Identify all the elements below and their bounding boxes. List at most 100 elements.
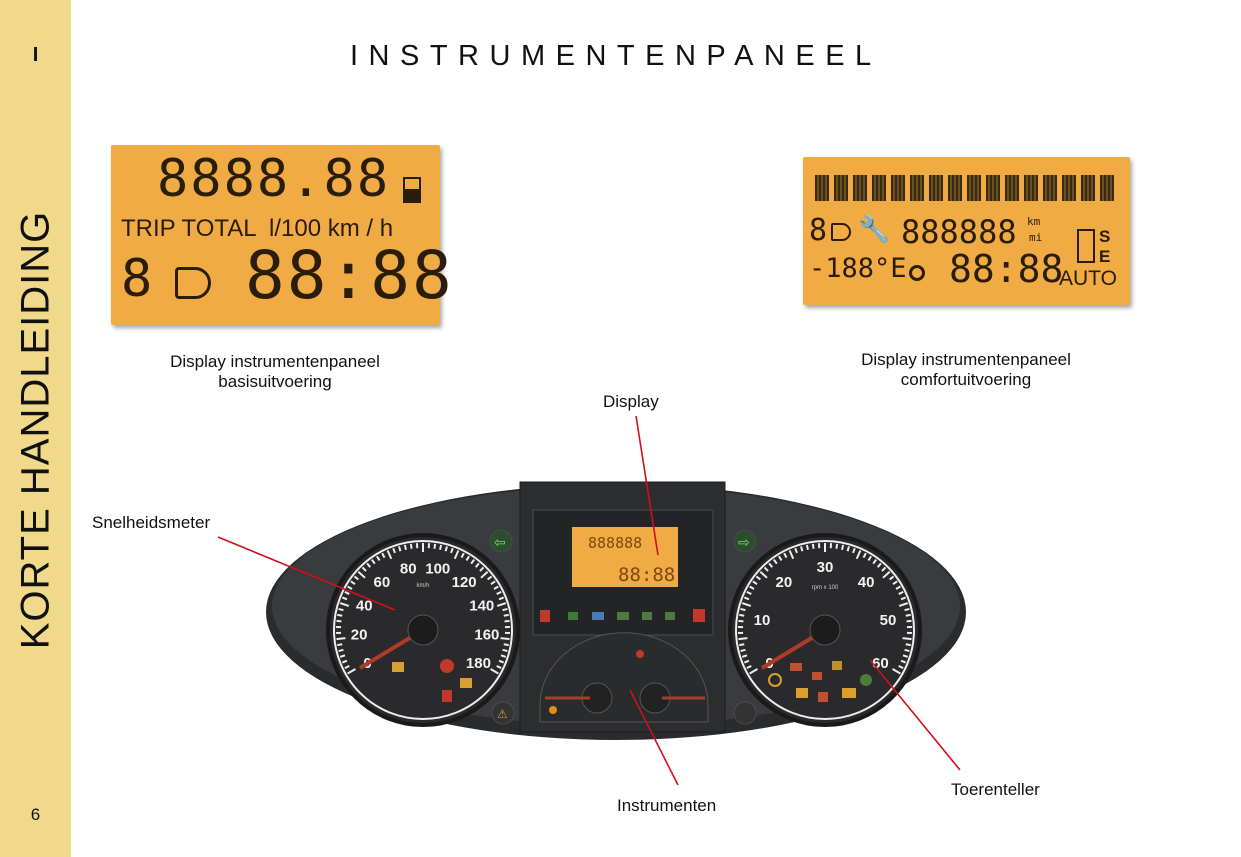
caption-basic: Display instrumentenpaneel basisuitvoeri… — [120, 352, 430, 392]
gauge-tick — [480, 571, 489, 579]
service-icon — [832, 661, 842, 670]
lcd-gear: 8 — [809, 213, 828, 248]
gauge-tick — [881, 566, 887, 572]
seatbelt-warning-icon — [540, 610, 550, 622]
sidebar: I KORTE HANDLEIDING 6 — [0, 0, 71, 857]
gauge-tick — [357, 571, 366, 579]
segment-block — [929, 175, 943, 201]
gauge-tick — [867, 555, 872, 561]
gauge-tick — [876, 562, 882, 568]
arrow-left-icon: ⇦ — [494, 534, 506, 550]
door-open-icon — [693, 609, 705, 622]
turn-left-indicator-icon — [489, 529, 513, 553]
gauge-tick — [906, 619, 912, 623]
gauge-tick — [741, 654, 748, 658]
gauge-tick — [759, 571, 768, 579]
speedometer: 020406080100120140160180 — [326, 533, 520, 727]
svg-text:⚠: ⚠ — [497, 707, 508, 721]
segment-block — [948, 175, 962, 201]
gauge-tick — [403, 544, 407, 550]
rear-fog-icon — [642, 612, 652, 620]
gauge-tick — [805, 544, 809, 550]
gauge-tick — [337, 613, 343, 617]
gauge-tick — [746, 665, 752, 670]
gauge-tick — [811, 543, 815, 549]
callout-line-speedometer — [217, 536, 396, 611]
segment-block — [1043, 175, 1057, 201]
segment-block — [1100, 175, 1114, 201]
gauge-tick — [738, 637, 748, 641]
gauge-tick — [841, 544, 845, 550]
gauge-tick — [487, 575, 493, 581]
gauge-tick — [504, 619, 510, 623]
segment-block — [967, 175, 981, 201]
passenger-airbag-icon — [442, 690, 452, 702]
speed-label: 140 — [469, 598, 494, 615]
gauge-tick — [470, 559, 475, 565]
segment-block — [1024, 175, 1038, 201]
speed-label: 40 — [356, 598, 373, 615]
gauge-tick — [749, 668, 758, 675]
gauge-tick — [336, 637, 346, 641]
gauge-tick — [339, 654, 346, 658]
headlamp-icon — [831, 223, 851, 241]
caption-line: comfortuitvoering — [900, 370, 1032, 389]
gauge-tick — [366, 562, 372, 568]
gauge-tick — [496, 590, 502, 595]
gauge-tick — [453, 550, 460, 560]
speed-label: 20 — [351, 627, 368, 644]
gauge-tick — [905, 643, 911, 647]
gauge-tick — [339, 602, 350, 607]
fuel-reserve-icon — [549, 706, 557, 714]
gauge-tick — [773, 559, 778, 565]
lcd-temperature: -188°E — [809, 253, 907, 284]
gauge-tick — [835, 543, 839, 549]
gauge-tick — [500, 637, 510, 641]
rpm-label: 40 — [858, 574, 875, 591]
gauge-tick — [904, 648, 910, 653]
lcd-gear: 8 — [121, 249, 153, 309]
engine-warning-icon — [768, 673, 782, 687]
rpm-label: 30 — [817, 559, 834, 576]
gauge-tick — [768, 562, 774, 568]
lcd-odometer: 888888 — [901, 213, 1017, 251]
caption-line: basisuitvoering — [218, 372, 332, 391]
speed-label: 120 — [452, 574, 477, 591]
gauge-tick — [740, 648, 746, 653]
gauge-tick — [493, 585, 499, 590]
segment-block — [910, 175, 924, 201]
brake-warning-icon — [440, 659, 454, 673]
gauge-tick — [778, 555, 783, 561]
gauge-tick — [739, 643, 745, 647]
gauge-tick — [743, 596, 750, 601]
ice-icon — [909, 265, 925, 281]
gauge-tick — [347, 585, 353, 590]
gauge-tick — [788, 550, 795, 560]
callout-line-instruments — [629, 689, 679, 786]
gauge-tick — [398, 546, 402, 552]
segment-block — [1062, 175, 1076, 201]
mini-lcd-top: 888888 — [588, 534, 642, 552]
gauge-tick — [889, 575, 895, 581]
gauge-tick — [433, 543, 437, 549]
unit-mi: mi — [1029, 231, 1043, 244]
page-title: INSTRUMENTENPANEEL — [350, 40, 882, 72]
service-wrench-icon: 🔧 — [858, 215, 891, 245]
gauge-tick — [490, 668, 499, 675]
cruise-control-icon — [860, 674, 872, 686]
gauge-tick — [496, 665, 502, 670]
speed-label: 100 — [425, 561, 450, 578]
speed-needle-hub — [407, 614, 439, 646]
gauge-tick — [902, 637, 912, 641]
gauge-tick — [338, 648, 344, 653]
page-number: 6 — [30, 805, 41, 824]
caption-line: Display instrumentenpaneel — [170, 352, 380, 371]
turn-right-indicator-icon — [733, 529, 757, 553]
gauge-tick — [898, 665, 904, 670]
gauge-tick — [344, 590, 350, 595]
gearbox-icon — [842, 688, 856, 698]
airbag-warning-icon — [460, 678, 472, 688]
gauge-tick — [337, 643, 343, 647]
gauge-tick — [738, 619, 744, 623]
